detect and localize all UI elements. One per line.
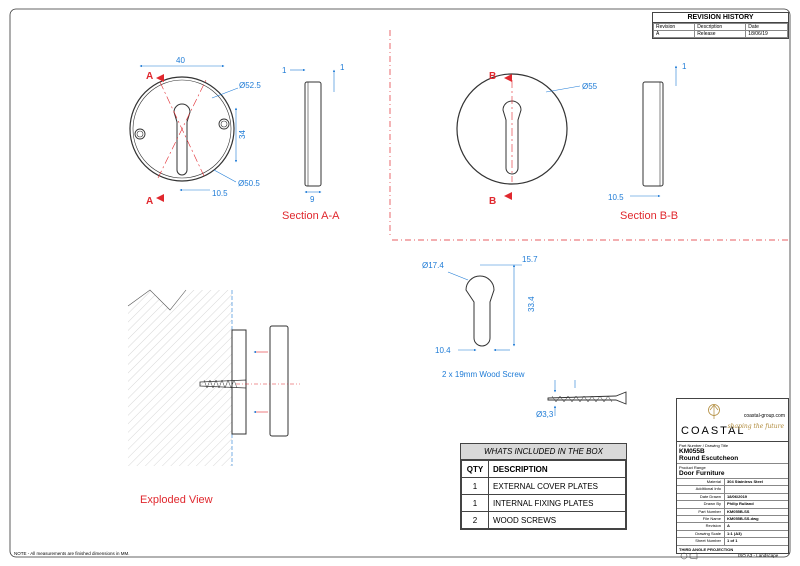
- part-label: Part Number / Drawing Title: [679, 443, 729, 448]
- rev-row-date: 18/06/19: [745, 30, 788, 38]
- field-key: Additional Info: [677, 486, 725, 493]
- dim-55: Ø55: [582, 82, 598, 91]
- front-view-a: [129, 64, 239, 202]
- coastal-logo-icon: [708, 404, 720, 419]
- field-value: [725, 486, 727, 492]
- keyhole-detail: [447, 264, 522, 352]
- dim-1-b: 1: [340, 63, 345, 72]
- projection-label: THIRD ANGLE PROJECTION: [679, 546, 734, 552]
- box-contents-table: WHATS INCLUDED IN THE BOX QTY DESCRIPTIO…: [460, 443, 627, 530]
- item-qty: 1: [461, 477, 489, 495]
- field-value: 1:1 (A3): [727, 530, 742, 536]
- screw-label: 2 x 19mm Wood Screw: [442, 370, 525, 379]
- dim-50-5: Ø50.5: [238, 179, 260, 188]
- dim-52-5: Ø52.5: [239, 81, 261, 90]
- section-bb-title: Section B-B: [620, 210, 678, 222]
- cut-label-b-bottom: B: [489, 196, 496, 207]
- dim-1-a: 1: [282, 66, 287, 75]
- section-bb-view: [630, 65, 678, 198]
- table-row: 1 INTERNAL FIXING PLATES: [461, 494, 626, 512]
- rev-row-revision: A: [652, 30, 696, 38]
- cut-label-a-top: A: [146, 71, 153, 82]
- dim-9: 9: [310, 195, 315, 204]
- cut-label-b-top: B: [489, 71, 496, 82]
- measurement-note: NOTE - All measurements are finished dim…: [14, 551, 130, 556]
- field-value: 304 Stainless Steel: [727, 479, 764, 484]
- section-aa-title: Section A-A: [282, 210, 340, 222]
- paper-size: ISO A3 - Landscape: [738, 553, 779, 558]
- projection-symbol-icon: [680, 552, 698, 559]
- part-number: KM055B: [679, 448, 705, 455]
- table-row: 1 EXTERNAL COVER PLATES: [461, 477, 626, 495]
- company-tagline: shaping the future: [727, 423, 784, 430]
- field-key: Part Number: [677, 508, 725, 515]
- part-title: Round Escutcheon: [679, 455, 739, 462]
- description-header: DESCRIPTION: [488, 460, 626, 478]
- item-description: INTERNAL FIXING PLATES: [488, 494, 626, 512]
- company-name: COASTAL: [681, 425, 746, 437]
- field-key: Date Drawn: [677, 493, 725, 501]
- front-view-b: [456, 73, 581, 200]
- cut-label-a-bottom: A: [146, 196, 153, 207]
- field-key: Revision: [677, 523, 725, 530]
- dim-40: 40: [176, 56, 185, 65]
- revision-history: REVISION HISTORY Revision Description Da…: [652, 12, 789, 39]
- rev-header-date: Date: [745, 23, 788, 31]
- rev-header-description: Description: [694, 23, 747, 31]
- range-label: Product Range: [679, 465, 706, 470]
- dim-3-3: Ø3,3: [536, 410, 554, 419]
- qty-header: QTY: [461, 460, 489, 478]
- rev-header-revision: Revision: [652, 23, 696, 31]
- dim-15-7: 15.7: [522, 255, 538, 264]
- rev-row-description: Release: [694, 30, 747, 38]
- field-value: KM055B-SS: [727, 508, 750, 514]
- field-key: File Name: [677, 515, 725, 523]
- exploded-view-title: Exploded View: [140, 494, 213, 506]
- exploded-view: [127, 289, 300, 466]
- box-contents-title: WHATS INCLUDED IN THE BOX: [461, 444, 626, 460]
- field-key: Drawing Scale: [677, 530, 725, 538]
- field-key: Sheet Number: [677, 538, 725, 545]
- field-value: 1 of 1: [727, 538, 738, 544]
- item-description: EXTERNAL COVER PLATES: [488, 477, 626, 495]
- dim-17-4: Ø17.4: [422, 261, 444, 270]
- dim-10-5-a: 10.5: [212, 189, 228, 198]
- wood-screw-drawing: [547, 380, 627, 416]
- dim-34: 34: [238, 130, 247, 139]
- item-qty: 2: [461, 511, 489, 529]
- field-key: Drawn By: [677, 501, 725, 508]
- dim-10-4: 10.4: [435, 346, 451, 355]
- item-description: WOOD SCREWS: [488, 511, 626, 529]
- dim-10-5-b: 10.5: [608, 193, 624, 202]
- company-website: coastal-group.com: [743, 413, 785, 419]
- item-qty: 1: [461, 494, 489, 512]
- title-block: COASTAL coastal-group.com shaping the fu…: [676, 398, 789, 559]
- dim-1-c: 1: [682, 62, 687, 71]
- dim-33-4: 33.4: [527, 296, 536, 312]
- table-row: 2 WOOD SCREWS: [461, 511, 626, 529]
- field-value: A: [727, 523, 730, 529]
- sheet-border: [9, 8, 791, 558]
- section-aa-view: [290, 68, 336, 194]
- field-value: KM055B-SS.dwg: [727, 515, 759, 521]
- field-value: Philip Rulland: [727, 501, 754, 507]
- field-value: 18/06/2019: [727, 493, 748, 499]
- field-key: Material: [677, 479, 725, 486]
- revision-history-title: REVISION HISTORY: [653, 13, 788, 23]
- company-logo-area: COASTAL coastal-group.com shaping the fu…: [677, 399, 788, 442]
- product-range: Door Furniture: [679, 470, 725, 477]
